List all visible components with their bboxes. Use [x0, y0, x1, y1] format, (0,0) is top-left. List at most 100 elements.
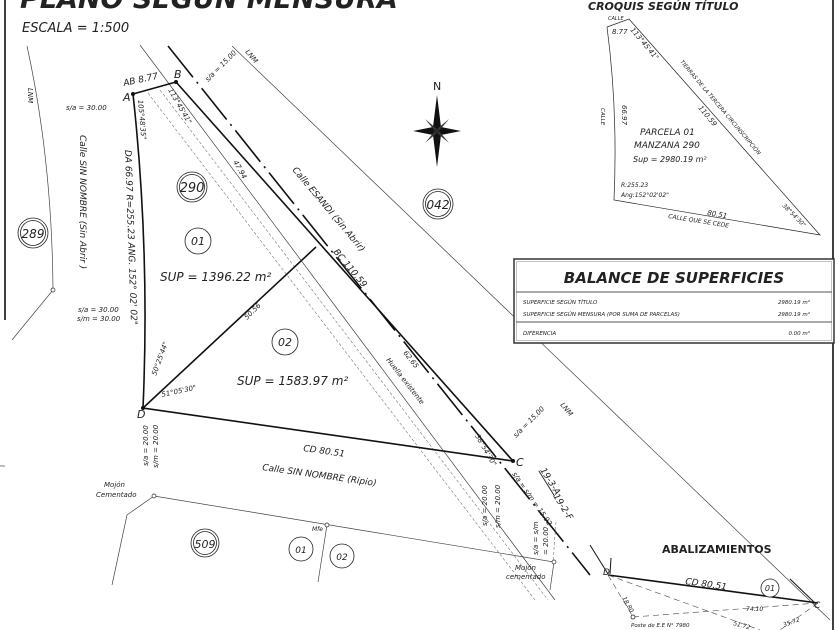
lot-line [111, 514, 128, 586]
croquis-radius: R:255.23 [621, 182, 648, 189]
abalizamientos-title: ABALIZAMIENTOS [662, 543, 772, 556]
parcel-01-area: SUP = 1396.22 m² [160, 270, 271, 284]
marker [50, 287, 56, 293]
balance-title: BALANCE DE SUPERFICIES [564, 269, 784, 287]
lot-02-label: 02 [336, 553, 348, 563]
mojon1-line2: Cementado [96, 491, 137, 499]
parcel-01-label: 01 [191, 235, 205, 248]
angle-b: 113°45'41" [166, 87, 193, 125]
da-label: DA 66.97 R=255.23 ANG. 152° 02' 02" [122, 150, 138, 325]
abal-7410: 74.10 [746, 606, 763, 613]
croquis-title: CROQUIS SEGÚN TÍTULO [588, 0, 738, 13]
mojon2-line2: cementado [506, 573, 545, 581]
abal-cd: CD 80.51 [685, 577, 728, 593]
block-289: 289 [17, 217, 49, 249]
block-289-label: 289 [22, 227, 45, 241]
croquis-manzana: MANZANA 290 [634, 141, 700, 151]
croquis-6697: 66.97 [620, 105, 628, 126]
left-lnm-line [11, 45, 54, 341]
sm20-right: s/m = 20.00 [494, 484, 502, 528]
cd-label: CD 80.51 [303, 444, 346, 460]
parcel-01-circle [184, 227, 212, 255]
sa15-label-2: s/a = 15.00 [512, 405, 547, 440]
calle-left-label: Calle SIN NOMBRE (Sin Abrir ) [77, 135, 87, 269]
huella-line-2 [159, 89, 549, 601]
croquis-segun-titulo: CROQUIS SEGÚN TÍTULO CALLE 8.77 113°45'4… [588, 0, 821, 236]
croquis-calle-top: CALLE [608, 16, 624, 22]
sa30-label2: s/a = 30.00 [78, 306, 119, 314]
balance-diff-value: 0.00 m² [788, 330, 810, 337]
poste-marker [630, 614, 636, 620]
bc-label: BC 110.59 [331, 248, 369, 290]
plan-title: PLANO SEGUN MENSURA [20, 0, 398, 15]
lot-01-circle [288, 536, 314, 562]
abal-d: D [603, 568, 610, 578]
parcel-02-circle [271, 328, 299, 356]
abal-parcel-circle [760, 578, 780, 598]
sa20-left: s/a = 20.00 [142, 425, 150, 466]
sm30-label: s/m = 30.00 [77, 315, 121, 323]
block-509-label: 509 [195, 538, 216, 551]
balance-row-2-value: 2980.19 m² [778, 311, 811, 318]
croquis-sup: Sup = 2980.19 m² [633, 155, 707, 164]
abal-3572: 35.72 [782, 616, 801, 629]
label-a: A [122, 91, 131, 104]
abal-5172: 51.72 [732, 620, 751, 630]
abal-c: C [814, 601, 821, 611]
parcel-02-area: SUP = 1583.97 m² [237, 374, 348, 388]
block-290-label: 290 [180, 181, 205, 196]
parcel-divider [142, 246, 317, 409]
angle-a: 105°48'35" [136, 99, 147, 139]
bottom-block-line [126, 495, 555, 591]
abalizamientos: ABALIZAMIENTOS D C CD 80.51 01 18.80 74.… [589, 543, 821, 630]
abal-poste: Poste de E.E N° 7980 [631, 623, 690, 629]
dashed-line [552, 521, 557, 563]
mojon1-line1: Mojón [104, 481, 125, 489]
lnm-left: LNM [26, 88, 34, 103]
lot-divider [317, 524, 328, 583]
lnm-label-bottom: LNM [558, 401, 574, 418]
label-b: B [174, 68, 182, 81]
label-d: D [137, 408, 145, 421]
point-c [511, 459, 515, 463]
road-code-2: 19-2-F [550, 492, 574, 522]
mojon-marker-2 [551, 559, 557, 565]
block-290: 290 [176, 171, 208, 203]
croquis-parcela: PARCELA 01 [640, 128, 695, 138]
lot-02-circle [329, 543, 355, 569]
row-line [139, 44, 556, 601]
croquis-8051: 80.51 [707, 209, 728, 220]
angle-c: 38°54'30" [473, 433, 498, 468]
sa20-right: s/a = 20.00 [481, 485, 489, 526]
point-d [141, 406, 145, 410]
point-b [174, 80, 178, 84]
sasm20-line2: = 20.00 [542, 526, 550, 555]
mojon-marker-1 [151, 493, 157, 499]
balance-table: BALANCE DE SUPERFICIES SUPERFICIE SEGÚN … [513, 258, 835, 344]
mojon2-line1: Mojón [515, 564, 536, 572]
croquis-calle-left: CALLE [599, 108, 605, 126]
croquis-877: 8.77 [612, 28, 628, 36]
parcel-02-label: 02 [278, 336, 292, 349]
mfe-marker [324, 522, 330, 528]
north-arrow-icon [413, 95, 461, 167]
sa15-label: s/a = 15.00 [204, 49, 239, 84]
calle-ripio-label: Calle SIN NOMBRE (Ripio) [262, 463, 377, 489]
croquis-angle: 113°45'41" [628, 26, 660, 62]
balance-row-1-label: SUPERFICIE SEGÚN TÍTULO [523, 299, 598, 306]
ab-label: AB 8.77 [122, 72, 160, 89]
abal-parcel: 01 [765, 584, 775, 593]
sasm20-line1: s/a = s/m [532, 521, 540, 555]
croquis-ang: Ang:152°02'02" [620, 192, 669, 199]
point-a [131, 92, 135, 96]
block-042: 042 [422, 188, 454, 220]
block-042-label: 042 [427, 198, 450, 212]
block-509: 509 [190, 528, 220, 558]
balance-diff-label: DIFERENCIA [523, 331, 556, 337]
lot-01-label: 01 [295, 546, 306, 556]
north-label: N [433, 80, 441, 93]
d4794-label: 47.94 [231, 159, 248, 180]
abal-1880: 18.80 [620, 596, 635, 615]
